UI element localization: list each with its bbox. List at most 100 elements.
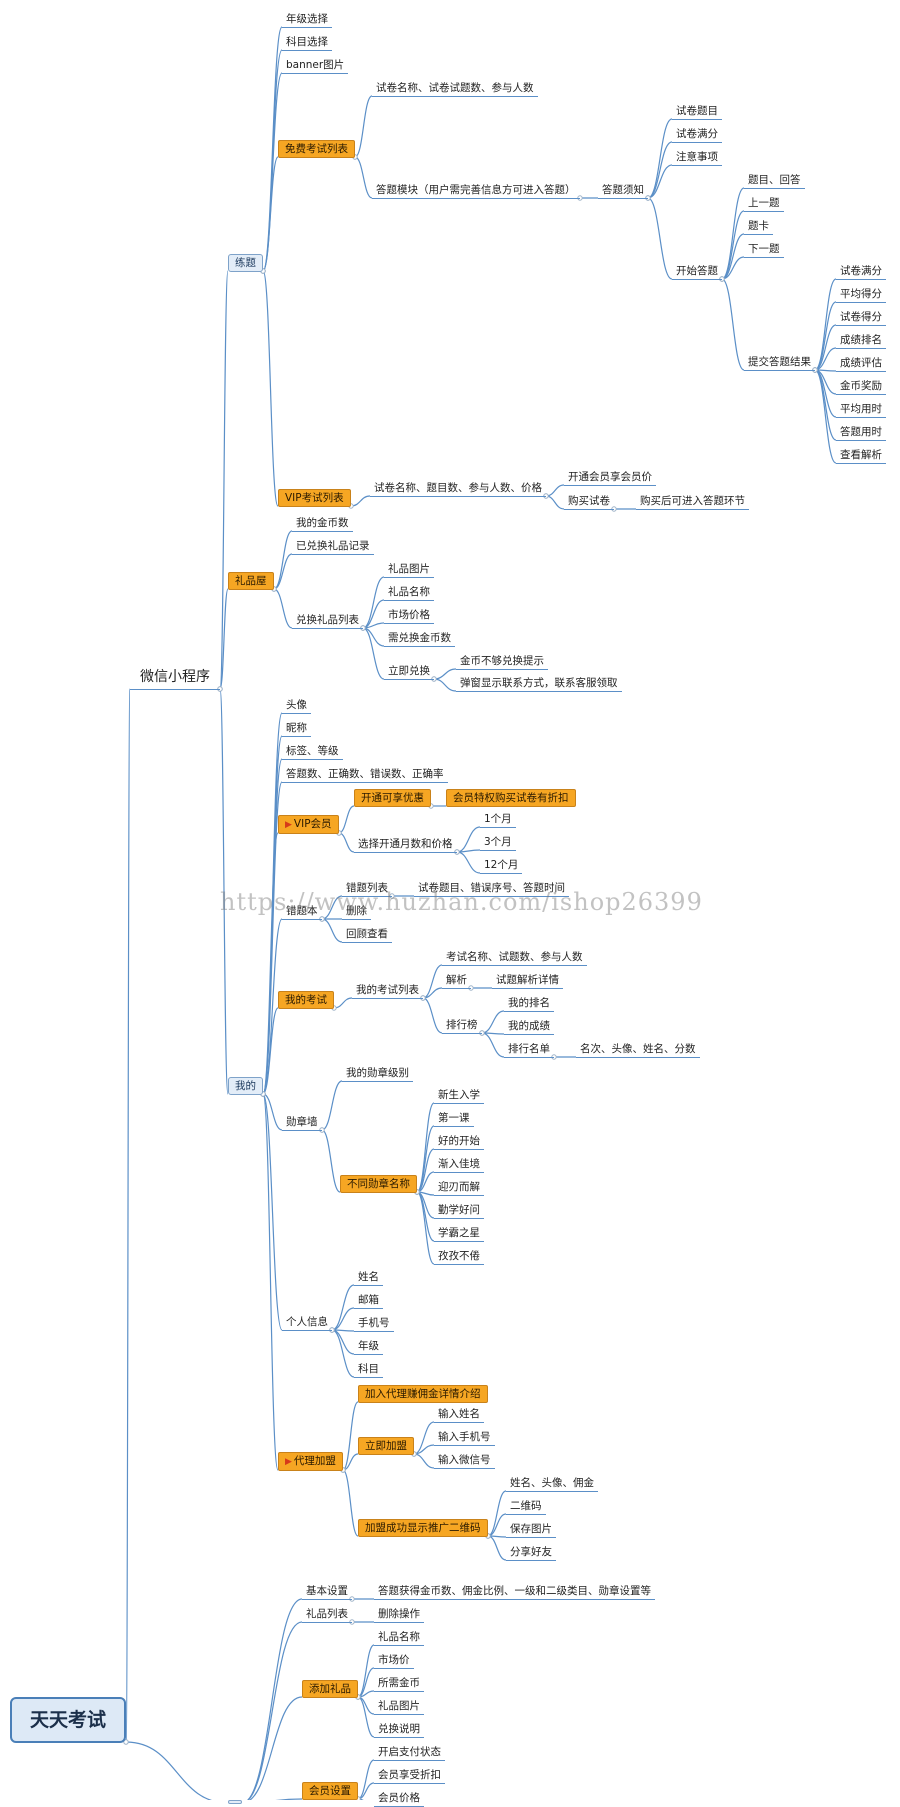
collapse-dot-wdks12: [468, 985, 474, 991]
node-label: 兑换说明: [378, 1723, 420, 1735]
node-label: 金币奖励: [840, 380, 882, 392]
edge-dtxz-xz3: [647, 164, 673, 199]
node-label: 题目、回答: [748, 174, 801, 186]
node-vipm2: 选择开通月数和价格: [354, 837, 457, 853]
collapse-dot-lp3: [360, 625, 366, 631]
node-lt1: 年级选择: [282, 12, 332, 28]
node-ht32: 市场价: [374, 1653, 414, 1669]
node-label: 兑换礼品列表: [296, 614, 359, 626]
edge-ht3-ht31: [357, 1644, 375, 1698]
node-grxx: 个人信息: [282, 1315, 332, 1331]
node-label: 开通会员享会员价: [568, 471, 652, 483]
node-ph2: 我的成绩: [504, 1019, 554, 1035]
node-tj4: 成绩排名: [836, 333, 886, 349]
node-label: 我的: [235, 1080, 256, 1092]
node-tj: 提交答题结果: [744, 355, 815, 371]
node-label: 试卷得分: [840, 311, 882, 323]
edge-tj-tj8: [814, 369, 837, 441]
node-label: 金币不够兑换提示: [460, 655, 544, 667]
node-lp31: 礼品图片: [384, 562, 434, 578]
node-label: 删除操作: [378, 1608, 420, 1620]
node-wd1: 头像: [282, 698, 311, 714]
node-label: 解析: [446, 974, 467, 986]
edge-ht-ht4: [275, 1798, 303, 1800]
node-dl32: 二维码: [506, 1499, 546, 1515]
node-label: 会员特权购买试卷有折扣: [453, 792, 569, 804]
node-xz21: 新生入学: [434, 1088, 484, 1104]
node-label: 题卡: [748, 220, 769, 232]
node-xz27: 学霸之星: [434, 1226, 484, 1242]
node-lp3: 兑换礼品列表: [292, 613, 363, 629]
flag-icon: ▶: [285, 820, 292, 830]
node-wx: 微信小程序: [130, 665, 220, 690]
node-label: 注意事项: [676, 151, 718, 163]
node-ht34: 礼品图片: [374, 1699, 424, 1715]
edge-lpw-lp3: [273, 588, 293, 629]
node-label: 试卷名称、试卷试题数、参与人数: [376, 82, 534, 94]
node-xz2: 试卷满分: [672, 127, 722, 143]
node-label: 开启支付状态: [378, 1746, 441, 1758]
edge-ht-ht3: [248, 1696, 303, 1800]
edge-root-wx: [125, 688, 131, 1743]
node-label: 代理加盟: [293, 1455, 336, 1467]
node-ht41: 开启支付状态: [374, 1745, 445, 1761]
node-wd2: 昵称: [282, 721, 311, 737]
edge-lp3-lp31: [362, 576, 385, 629]
node-label: 立即加盟: [365, 1440, 407, 1452]
node-label: 我的排名: [508, 997, 550, 1009]
node-gr1: 姓名: [354, 1270, 383, 1286]
node-label: 输入姓名: [438, 1408, 480, 1420]
node-label: 试卷名称、题目数、参与人数、价格: [374, 482, 542, 494]
node-ctb: 错题本: [282, 904, 322, 920]
node-label: 年级: [358, 1340, 379, 1352]
node-dl22: 输入手机号: [434, 1430, 495, 1446]
node-ht4: 会员设置: [302, 1782, 358, 1800]
node-mf: 免费考试列表: [278, 140, 355, 158]
edge-dl3-dl32: [487, 1513, 507, 1537]
node-label: 试卷满分: [676, 128, 718, 140]
node-lt2: 科目选择: [282, 35, 332, 51]
node-label: 上一题: [748, 197, 780, 209]
node-label: 不同勋章名称: [347, 1178, 410, 1190]
node-label: 标签、等级: [286, 745, 339, 757]
node-lp32: 礼品名称: [384, 585, 434, 601]
node-label: 1个月: [484, 813, 512, 825]
edge-ksdt-ks3: [721, 233, 745, 280]
node-label: 天天考试: [30, 1709, 107, 1731]
node-label: 答题获得金币数、佣金比例、一级和二级类目、勋章设置等: [378, 1585, 651, 1597]
node-label: 第一课: [438, 1112, 470, 1124]
node-vip1: 试卷名称、题目数、参与人数、价格: [370, 481, 546, 497]
node-xz3: 注意事项: [672, 150, 722, 166]
flag-icon: ▶: [285, 1457, 292, 1467]
edge-mf-mf2: [354, 156, 373, 199]
node-label: 会员设置: [309, 1785, 351, 1797]
edge-dljm-dl3: [342, 1469, 359, 1537]
node-wd: 我的: [228, 1077, 263, 1095]
node-lp1: 我的金币数: [292, 516, 353, 532]
edge-dtxz-xz1: [647, 118, 673, 199]
node-label: 孜孜不倦: [438, 1250, 480, 1262]
node-label: 年级选择: [286, 13, 328, 25]
node-vipm1: 开通可享优惠: [354, 789, 431, 807]
node-vip2: 开通会员享会员价: [564, 470, 656, 486]
node-label: 加盟成功显示推广二维码: [365, 1522, 481, 1534]
node-label: 立即兑换: [388, 665, 430, 677]
node-label: 二维码: [510, 1500, 542, 1512]
node-label: banner图片: [286, 59, 345, 71]
edge-wd-vipm: [262, 832, 279, 1095]
node-label: 12个月: [484, 859, 519, 871]
node-label: 错题本: [286, 905, 318, 917]
node-gr5: 科目: [354, 1362, 383, 1378]
edge-vipm-vipm2: [338, 832, 355, 853]
node-label: 我的勋章级别: [346, 1067, 409, 1079]
node-label: 成绩排名: [840, 334, 882, 346]
node-label: VIP考试列表: [285, 492, 344, 504]
node-gr2: 邮箱: [354, 1293, 383, 1309]
node-label: 免费考试列表: [285, 143, 348, 155]
node-lp2: 已兑换礼品记录: [292, 539, 374, 555]
node-ks3: 题卡: [744, 219, 773, 235]
edge-wd-dljm: [262, 1093, 279, 1471]
node-wd4: 答题数、正确数、错误数、正确率: [282, 767, 448, 783]
edge-mf-mf1: [354, 95, 373, 158]
node-lt3: banner图片: [282, 58, 349, 74]
